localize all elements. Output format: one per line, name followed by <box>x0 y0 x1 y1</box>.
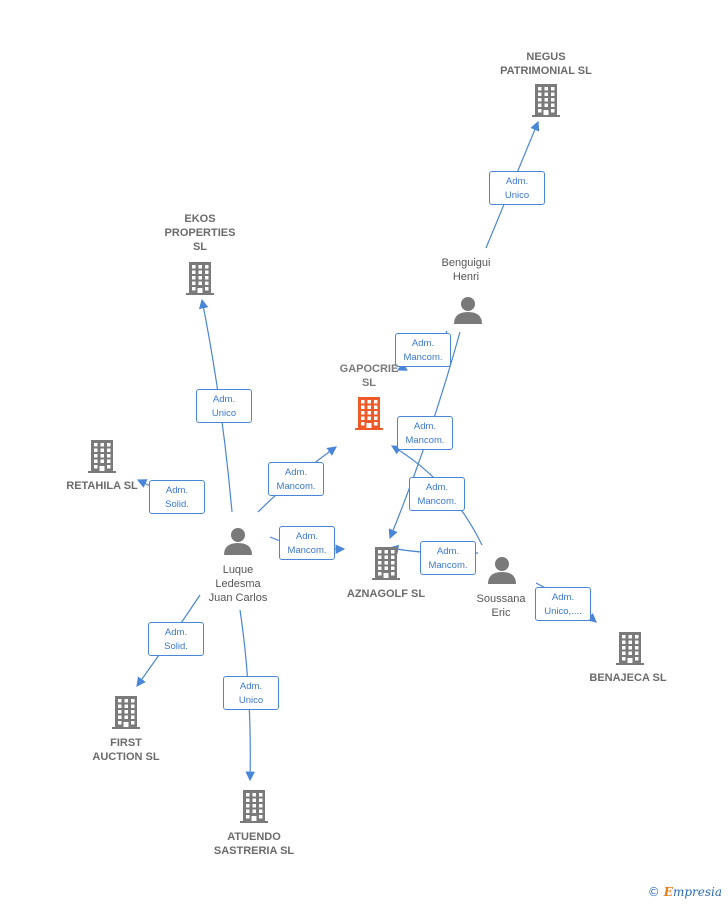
node-label-line: Soussana <box>476 593 526 605</box>
node-label-line: RETAHILA SL <box>66 480 138 492</box>
gapocrie-node-label[interactable]: GAPOCRIE SL <box>340 362 399 390</box>
atuendo-building-icon[interactable] <box>240 790 268 823</box>
role-type: Adm. <box>295 531 319 542</box>
aznagolf-building-icon[interactable] <box>372 547 400 580</box>
edge-label-luque-to-atuendo[interactable]: Adm. Unico <box>223 676 279 710</box>
node-label-line: Juan Carlos <box>208 592 268 604</box>
atuendo-node-label[interactable]: ATUENDO SASTRERIA SL <box>214 830 294 858</box>
role-detail: Mancom. <box>417 496 457 507</box>
edge-label-luque-to-aznagolf[interactable]: Adm. Mancom. <box>279 526 335 560</box>
node-label-line: Luque <box>222 564 254 576</box>
ekos-building-icon[interactable] <box>186 262 214 295</box>
luque-person-icon[interactable] <box>224 528 252 555</box>
node-label-line: AUCTION SL <box>92 751 160 763</box>
role-type: Adm. <box>212 394 236 405</box>
node-label-line: SASTRERIA SL <box>213 845 295 857</box>
edge-label-benguigui-to-gapocrie[interactable]: Adm. Mancom. <box>395 333 451 367</box>
role-type: Adm. <box>436 546 460 557</box>
node-label-line: Eric <box>491 607 511 619</box>
node-label-line: ATUENDO <box>227 831 281 843</box>
aznagolf-node-label[interactable]: AZNAGOLF SL <box>347 587 425 601</box>
edge-label-soussana-to-gapocrie[interactable]: Adm. Mancom. <box>409 477 465 511</box>
node-label-line: GAPOCRIE <box>339 363 399 375</box>
negus-building-icon[interactable] <box>532 84 560 117</box>
node-label-line: SL <box>361 377 377 389</box>
icon-layer <box>88 84 644 823</box>
edge-label-soussana-to-benajeca[interactable]: Adm. Unico,.... <box>535 587 591 621</box>
role-detail: Unico,.... <box>544 606 582 617</box>
ekos-node-label[interactable]: EKOS PROPERTIES SL <box>165 212 236 254</box>
role-type: Adm. <box>284 467 308 478</box>
edge-label-benguigui-to-aznagolf[interactable]: Adm. Mancom. <box>397 416 453 450</box>
negus-node-label[interactable]: NEGUS PATRIMONIAL SL <box>500 50 592 78</box>
gapocrie-building-icon[interactable] <box>355 397 383 430</box>
node-label-line: FIRST <box>110 737 142 749</box>
edge-label-benguigui-to-negus[interactable]: Adm. Unico <box>489 171 545 205</box>
role-detail: Mancom. <box>276 481 316 492</box>
retahila-building-icon[interactable] <box>88 440 116 473</box>
soussana-person-icon[interactable] <box>488 557 516 584</box>
role-detail: Unico <box>504 190 530 201</box>
role-detail: Mancom. <box>403 352 443 363</box>
brand-name: mpresia <box>672 885 722 899</box>
role-type: Adm. <box>413 421 437 432</box>
benguigui-person-icon[interactable] <box>454 297 482 324</box>
node-label-line: BENAJECA SL <box>589 672 667 684</box>
benajeca-building-icon[interactable] <box>616 632 644 665</box>
role-type: Adm. <box>164 627 188 638</box>
role-detail: Unico <box>238 695 264 706</box>
edge-label-luque-to-first[interactable]: Adm. Solid. <box>148 622 204 656</box>
role-type: Adm. <box>551 592 575 603</box>
node-label-line: Henri <box>452 271 480 283</box>
edge-label-luque-to-retahila[interactable]: Adm. Solid. <box>149 480 205 514</box>
role-detail: Mancom. <box>405 435 445 446</box>
role-detail: Mancom. <box>287 545 327 556</box>
role-detail: Solid. <box>165 499 189 510</box>
role-type: Adm. <box>505 176 529 187</box>
role-detail: Solid. <box>164 641 188 652</box>
node-label-line: NEGUS <box>526 51 566 63</box>
role-type: Adm. <box>425 482 449 493</box>
benajeca-node-label[interactable]: BENAJECA SL <box>589 671 666 685</box>
edge-label-luque-to-gapocrie[interactable]: Adm. Mancom. <box>268 462 324 496</box>
node-label-line: Benguigui <box>441 257 491 269</box>
copyright-symbol: © <box>647 885 660 899</box>
brand-logo[interactable]: ©Empresia <box>648 885 722 899</box>
node-label-line: PATRIMONIAL SL <box>500 65 592 77</box>
node-label-line: PROPERTIES <box>164 227 236 239</box>
node-label-line: SL <box>192 241 208 253</box>
retahila-node-label[interactable]: RETAHILA SL <box>66 479 138 493</box>
first-building-icon[interactable] <box>112 696 140 729</box>
edge-label-luque-to-ekos[interactable]: Adm. Unico <box>196 389 252 423</box>
role-type: Adm. <box>239 681 263 692</box>
first-node-label[interactable]: FIRST AUCTION SL <box>92 736 159 764</box>
role-type: Adm. <box>165 485 189 496</box>
node-label-line: EKOS <box>184 213 216 225</box>
node-label-line: AZNAGOLF SL <box>346 588 426 600</box>
role-detail: Unico <box>211 408 237 419</box>
role-detail: Mancom. <box>428 560 468 571</box>
edge-label-soussana-to-aznagolf[interactable]: Adm. Mancom. <box>420 541 476 575</box>
brand-initial: E <box>663 885 673 899</box>
node-label-line: Ledesma <box>215 578 261 590</box>
role-type: Adm. <box>411 338 435 349</box>
